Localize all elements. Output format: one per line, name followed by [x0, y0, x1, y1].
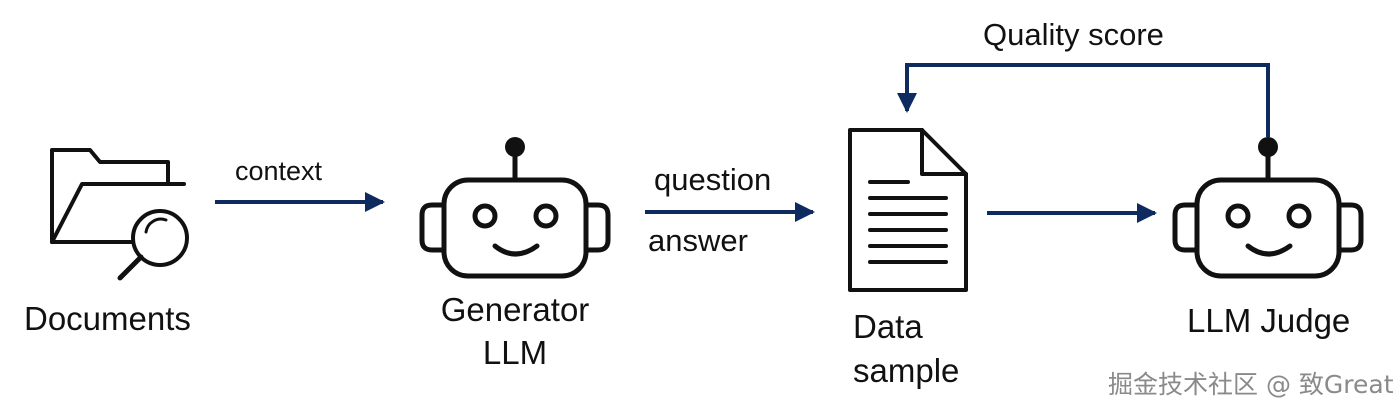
edge-label-answer: answer: [648, 223, 748, 258]
robot-icon: [419, 137, 611, 279]
node-label-llm-judge: LLM Judge: [1187, 302, 1351, 339]
edge-label-question: question: [654, 162, 772, 197]
document-icon: [848, 128, 968, 292]
node-label-data-sample-line1: Data: [853, 308, 923, 345]
watermark-text: 掘金技术社区 @ 致Great: [1108, 370, 1394, 399]
node-label-generator-line1: Generator: [440, 291, 590, 328]
robot-icon: [1172, 137, 1364, 279]
edge-judge-to-data: [897, 63, 1270, 137]
node-label-documents: Documents: [24, 300, 191, 337]
edge-label-quality-score: Quality score: [983, 17, 1164, 52]
node-label-generator-line2: LLM: [482, 334, 548, 371]
node-label-data-sample-line2: sample: [853, 352, 960, 389]
edge-label-context: context: [235, 156, 323, 186]
folder-search-icon: [50, 148, 189, 281]
